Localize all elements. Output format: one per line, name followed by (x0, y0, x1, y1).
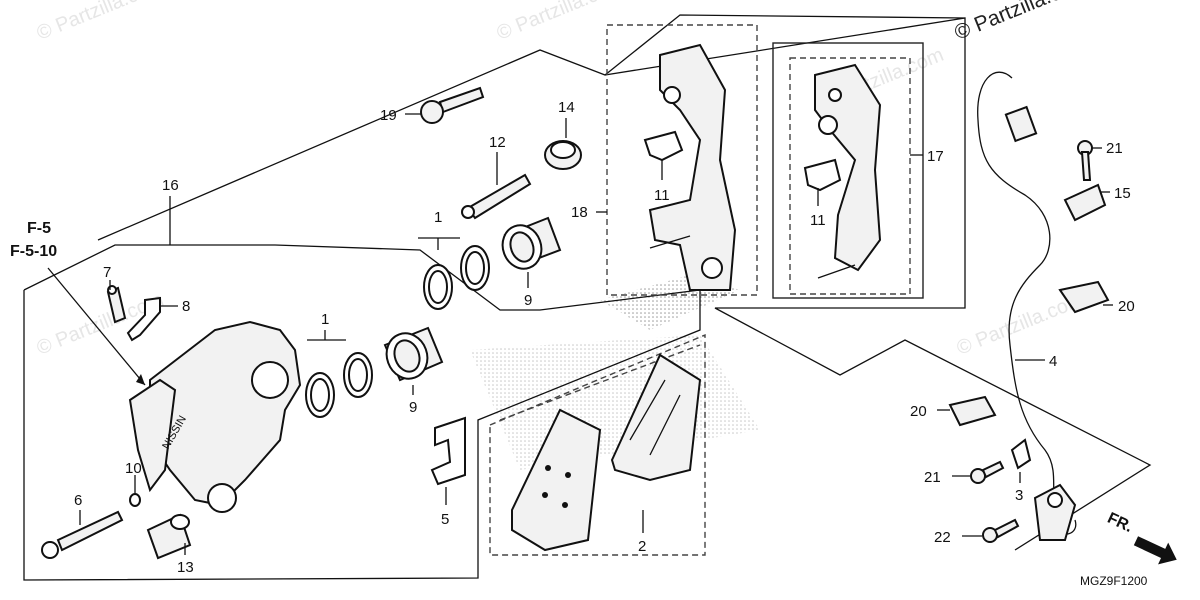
callout-6: 6 (74, 492, 82, 509)
washer-10 (129, 493, 141, 507)
callout-17: 17 (927, 148, 944, 165)
bleed-cap (126, 296, 161, 342)
piston-upper (501, 216, 562, 270)
callout-3: 3 (1015, 487, 1023, 504)
bolt-21b (970, 460, 1005, 484)
callout-7: 7 (103, 264, 111, 281)
pad-clip-11a (643, 130, 684, 162)
callout-20-upper: 20 (1118, 298, 1135, 315)
bracket-guide-line (604, 17, 1152, 551)
ref-label-2: F-5-10 (10, 243, 57, 260)
callout-8: 8 (182, 298, 190, 315)
callout-21-upper: 21 (1106, 140, 1123, 157)
callout-4: 4 (1049, 353, 1057, 370)
front-label: FR. (1105, 510, 1136, 536)
pad-set-box (489, 333, 706, 556)
callout-12: 12 (489, 134, 506, 151)
piston-lower (383, 326, 444, 382)
callout-16: 16 (162, 177, 179, 194)
sensor-clip-3 (1010, 438, 1032, 470)
pad-spring (430, 416, 466, 486)
plug-13 (146, 513, 192, 560)
bolt-22 (982, 518, 1020, 543)
callout-11-a: 11 (654, 187, 670, 204)
callout-1-lower: 1 (321, 311, 329, 328)
front-direction-arrow: FR. (1105, 510, 1177, 565)
stipple-panel-lower (470, 335, 760, 470)
pad-set-box-2 (499, 344, 701, 421)
callout-15: 15 (1114, 185, 1131, 202)
cable-clamp-15 (1063, 183, 1107, 222)
cable-clamp-20b (948, 395, 997, 427)
pad-clip-11b (803, 158, 842, 192)
leader-lines (47, 113, 1113, 555)
caliper-bracket-18 (648, 43, 737, 291)
brake-pad-rear (610, 353, 702, 482)
watermark-1: © Partzilla.com (34, 0, 167, 45)
wheel-speed-sensor (1033, 483, 1077, 541)
callout-19: 19 (380, 107, 397, 124)
callout-5: 5 (441, 511, 449, 528)
callout-labels: F-5 F-5-10 16 7 8 1 1 9 9 12 14 19 11 11… (10, 99, 1135, 576)
bolt-21a (1077, 140, 1093, 181)
bracket-box-17 (789, 57, 911, 295)
callout-11-b: 11 (810, 212, 826, 229)
boot-14 (544, 140, 582, 170)
watermark-group: © Partzilla.com © Partzilla.com © Partzi… (34, 0, 1087, 360)
ref-label-1: F-5 (27, 220, 51, 237)
caliper-assembly-outline (23, 244, 701, 581)
copyright-text: © Partzilla.com (951, 0, 1091, 45)
piston-seals-lower (305, 352, 373, 418)
brake-pad-front (511, 408, 602, 552)
callout-10: 10 (125, 460, 142, 477)
callout-9-upper: 9 (524, 292, 532, 309)
callout-14: 14 (558, 99, 575, 116)
pin-6 (41, 510, 124, 559)
cable-clamp-20a (1058, 280, 1110, 314)
callout-13: 13 (177, 559, 194, 576)
bracket-box-18 (606, 24, 758, 296)
caliper-body: NISSIN (128, 320, 302, 513)
callout-18: 18 (571, 204, 588, 221)
pin-bolt-12 (461, 173, 532, 220)
watermark-2: © Partzilla.com (494, 0, 627, 45)
callout-2: 2 (638, 538, 646, 555)
diagram-code: MGZ9F1200 (1080, 574, 1148, 588)
sensor-connector (1004, 105, 1038, 143)
bracket-box-17-outer (772, 42, 924, 299)
callout-1-upper: 1 (434, 209, 442, 226)
piston-seals-upper (423, 245, 490, 310)
callout-22: 22 (934, 529, 951, 546)
callout-20-lower: 20 (910, 403, 927, 420)
bolt-19 (420, 86, 485, 124)
callout-9-lower: 9 (409, 399, 417, 416)
callout-21-lower: 21 (924, 469, 941, 486)
caliper-bracket-17 (814, 63, 882, 279)
